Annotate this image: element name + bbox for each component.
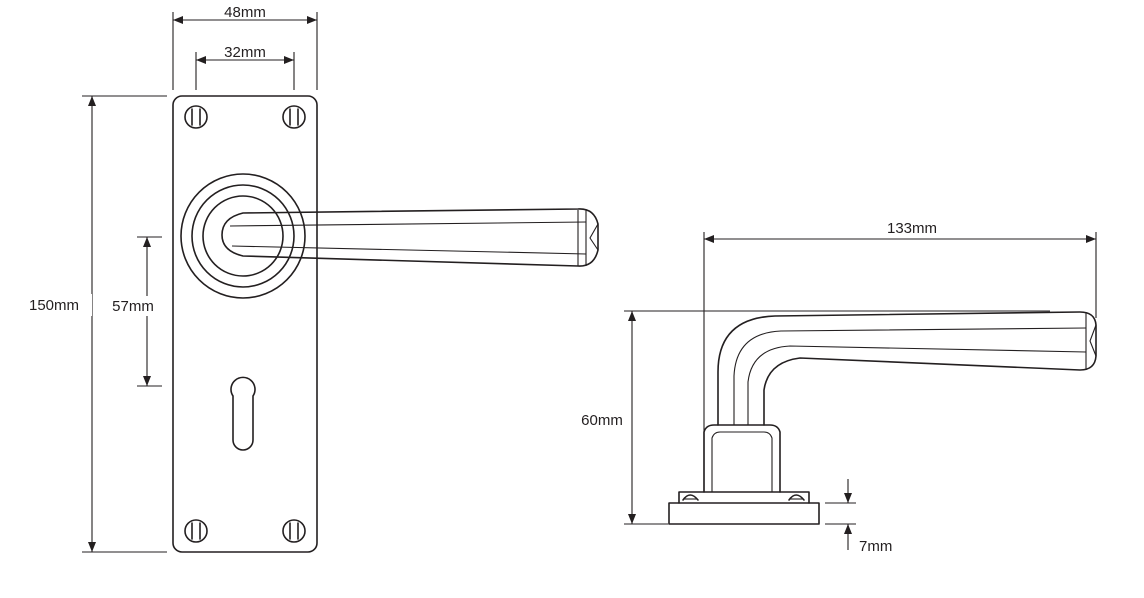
dim-48mm-label: 48mm <box>224 4 266 21</box>
dim-150mm: 150mm <box>29 95 167 553</box>
keyhole <box>230 376 256 451</box>
dim-7mm: 7mm <box>825 479 892 555</box>
dim-60mm-label: 60mm <box>581 412 623 429</box>
front-view: 48mm 32mm 150mm <box>29 4 599 553</box>
dim-57mm: 57mm <box>106 236 162 387</box>
screw-bottom-left <box>184 519 208 543</box>
screw-top-right <box>282 105 306 129</box>
dim-7mm-label: 7mm <box>859 538 892 555</box>
dim-48mm: 48mm <box>172 4 318 90</box>
rose-rim <box>678 491 810 504</box>
lever-side <box>717 311 1097 426</box>
lever-front <box>221 208 599 267</box>
rose <box>180 173 306 299</box>
dim-133mm-label: 133mm <box>887 220 937 237</box>
collar <box>703 424 781 493</box>
dim-32mm-label: 32mm <box>224 44 266 61</box>
dim-32mm: 32mm <box>195 44 295 90</box>
dim-133mm: 133mm <box>703 220 1097 492</box>
screw-top-left <box>184 105 208 129</box>
side-view: 133mm 60mm 7mm <box>576 220 1097 555</box>
screw-bottom-right <box>282 519 306 543</box>
rose-base <box>668 502 820 525</box>
side-screw-right <box>788 494 805 501</box>
dim-57mm-label: 57mm <box>112 298 154 315</box>
side-screw-left <box>682 494 699 501</box>
backplate <box>172 95 318 553</box>
dim-150mm-label: 150mm <box>29 297 79 314</box>
dim-60mm: 60mm <box>576 310 1050 525</box>
